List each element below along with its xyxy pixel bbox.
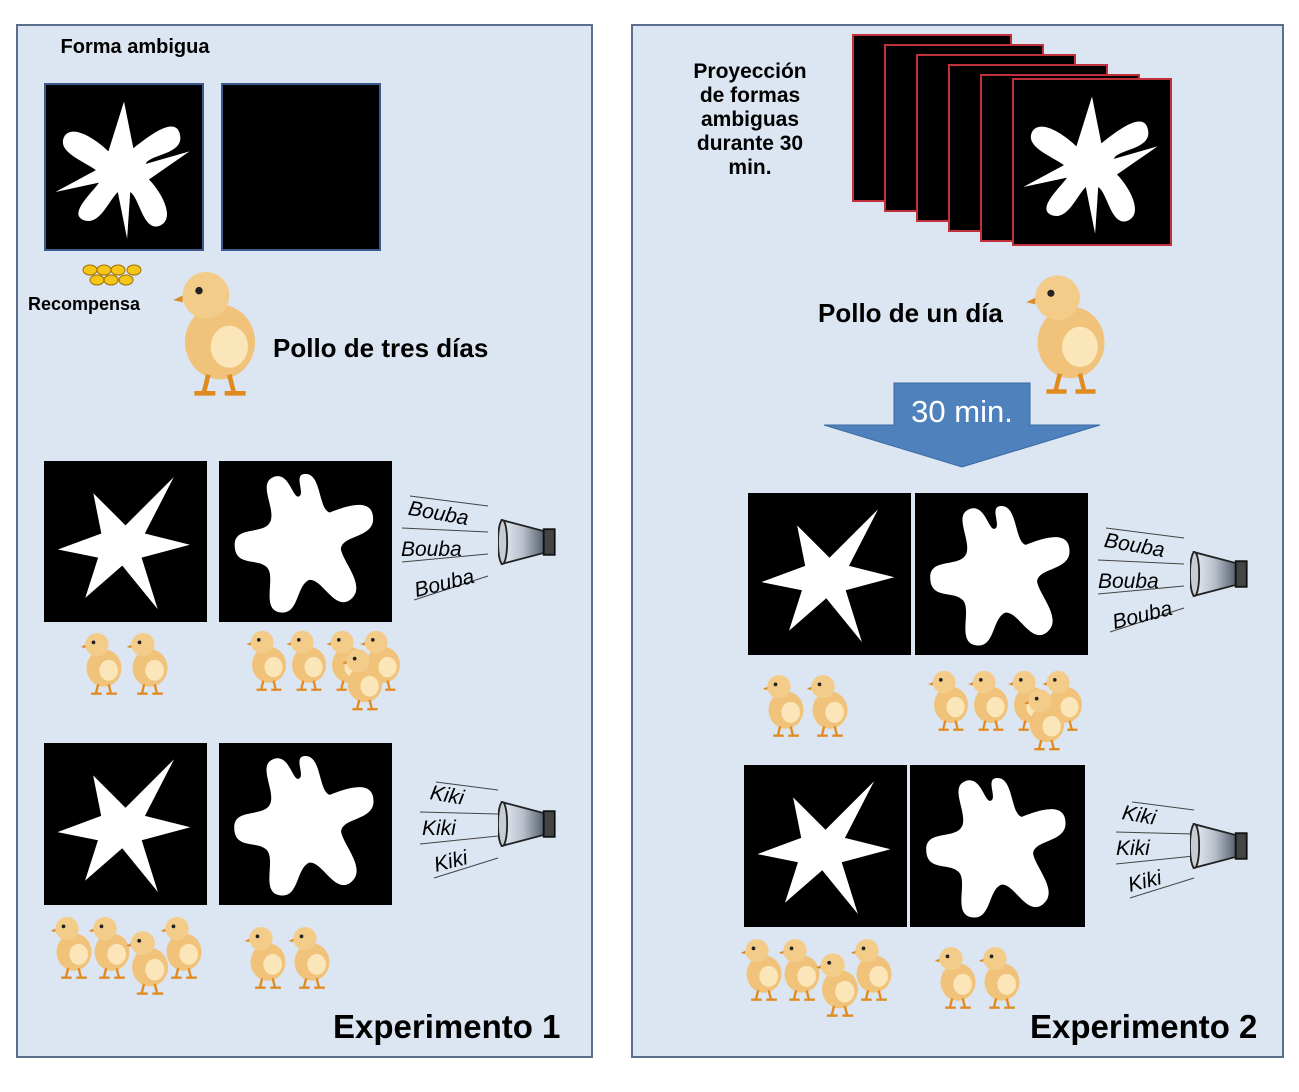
speaker-icon: [1190, 538, 1254, 610]
ambiguous-shape-label: Forma ambigua: [60, 36, 210, 58]
round-shape-icon: [219, 461, 392, 622]
time-arrow: [823, 382, 1101, 468]
round-shape-card: [219, 461, 392, 622]
spiky-shape-card: [44, 461, 207, 622]
sound-lines: [401, 495, 489, 601]
chick-group-round: [934, 945, 1021, 1009]
chick-age-label: Pollo de tres días: [273, 333, 489, 363]
spiky-shape-icon: [744, 765, 907, 927]
sound-lines: [1115, 801, 1195, 899]
ambiguous-shape-icon: [46, 85, 202, 249]
chick-group-round: [246, 629, 402, 711]
round-shape-icon: [915, 493, 1088, 655]
speaker-icon: [498, 506, 562, 578]
chick-group-spiky: [762, 673, 849, 737]
sound-text: Kiki: [1116, 837, 1150, 860]
reward-label: Recompensa: [28, 294, 141, 314]
round-shape-card: [915, 493, 1088, 655]
chick-group-round: [928, 669, 1084, 751]
experiment-1-title: Experimento 1: [333, 1008, 561, 1045]
round-shape-icon: [910, 765, 1085, 927]
sound-lines: [419, 781, 499, 879]
spiky-shape-card: [748, 493, 911, 655]
chick-group-spiky: [740, 937, 893, 1017]
chick-group-round: [244, 925, 331, 989]
ambiguous-shape-icon: [1014, 80, 1170, 244]
sound-text: Kiki: [422, 817, 456, 840]
sound-lines: [1097, 527, 1185, 633]
sound-text: Bouba: [401, 538, 462, 561]
spiky-shape-icon: [748, 493, 911, 655]
projection-frame-front: [1012, 78, 1172, 246]
round-shape-card: [910, 765, 1085, 927]
spiky-shape-card: [44, 743, 207, 905]
sound-text: Bouba: [1098, 570, 1159, 593]
chick-group-spiky: [80, 631, 169, 695]
round-shape-card: [219, 743, 392, 905]
ambiguous-shape-card: [44, 83, 204, 251]
spiky-shape-card: [744, 765, 907, 927]
speaker-icon: [498, 788, 562, 860]
spiky-shape-icon: [44, 461, 207, 622]
chick-icon: [1026, 262, 1116, 396]
speaker-icon: [1190, 810, 1254, 882]
spiky-shape-icon: [44, 743, 207, 905]
blank-card: [221, 83, 381, 251]
round-shape-icon: [219, 743, 392, 905]
time-arrow-label: 30 min.: [911, 394, 1013, 429]
chick-group-spiky: [50, 915, 203, 995]
chick-icon: [172, 258, 268, 398]
reward-pellets-icon: [82, 264, 142, 286]
projection-label: Proyección de formas ambiguas durante 30…: [693, 60, 807, 179]
experiment-2-title: Experimento 2: [1030, 1008, 1258, 1045]
chick-age-label: Pollo de un día: [818, 298, 1003, 328]
